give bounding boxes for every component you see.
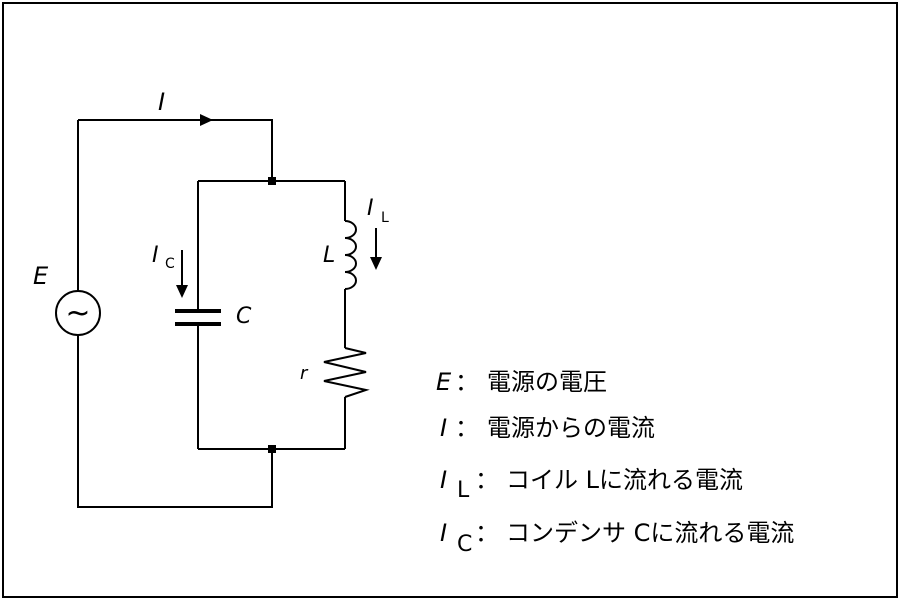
- legend: E ： 電源の電圧 I ： 電源からの電流 I L ： コイル Lに流れる電流 …: [436, 368, 794, 557]
- capacitor-current-label: I: [152, 243, 159, 268]
- resistor-symbol: [323, 347, 370, 398]
- legend-symbol: I: [440, 466, 447, 494]
- source-voltage-label: E: [33, 262, 49, 290]
- legend-description: コンデンサ Cに流れる電流: [506, 519, 794, 547]
- ac-source-symbol: [55, 290, 101, 336]
- legend-symbol: I: [440, 519, 447, 547]
- legend-separator: ：: [475, 466, 499, 494]
- capacitor-label: C: [236, 304, 252, 329]
- junction-top: [268, 177, 276, 185]
- legend-separator: ：: [455, 414, 479, 442]
- legend-description: 電源の電圧: [487, 368, 607, 396]
- legend-subscript: C: [457, 532, 472, 557]
- inductor-current-arrow: [370, 228, 382, 270]
- ac-source-glyph: ~: [65, 296, 90, 331]
- inductor-symbol: [344, 220, 357, 290]
- legend-row: I ： 電源からの電流: [440, 414, 655, 442]
- capacitor-current-main: I: [152, 243, 159, 268]
- legend-separator: ：: [455, 368, 479, 396]
- total-current-label: I: [158, 88, 165, 116]
- inductor-current-subscript: L: [381, 210, 389, 226]
- junction-bottom: [268, 445, 276, 453]
- legend-description: 電源からの電流: [487, 414, 655, 442]
- resistor-label: r: [300, 363, 309, 384]
- legend-row: I L ： コイル Lに流れる電流: [440, 466, 743, 503]
- legend-row: E ： 電源の電圧: [436, 368, 607, 396]
- legend-description: コイル Lに流れる電流: [506, 466, 743, 494]
- wires: [77, 119, 346, 508]
- inductor-label: L: [323, 243, 335, 268]
- inductor-current-main: I: [367, 196, 374, 221]
- legend-subscript: L: [457, 478, 470, 503]
- legend-symbol: E: [436, 368, 452, 396]
- total-current-arrow: [200, 114, 213, 126]
- legend-separator: ：: [475, 519, 499, 547]
- capacitor-current-arrow: [176, 250, 188, 298]
- capacitor-current-subscript: C: [165, 256, 175, 272]
- legend-symbol: I: [440, 414, 447, 442]
- capacitor-symbol: [175, 309, 221, 326]
- legend-row: I C ： コンデンサ Cに流れる電流: [440, 519, 794, 557]
- inductor-current-label: I: [367, 196, 374, 221]
